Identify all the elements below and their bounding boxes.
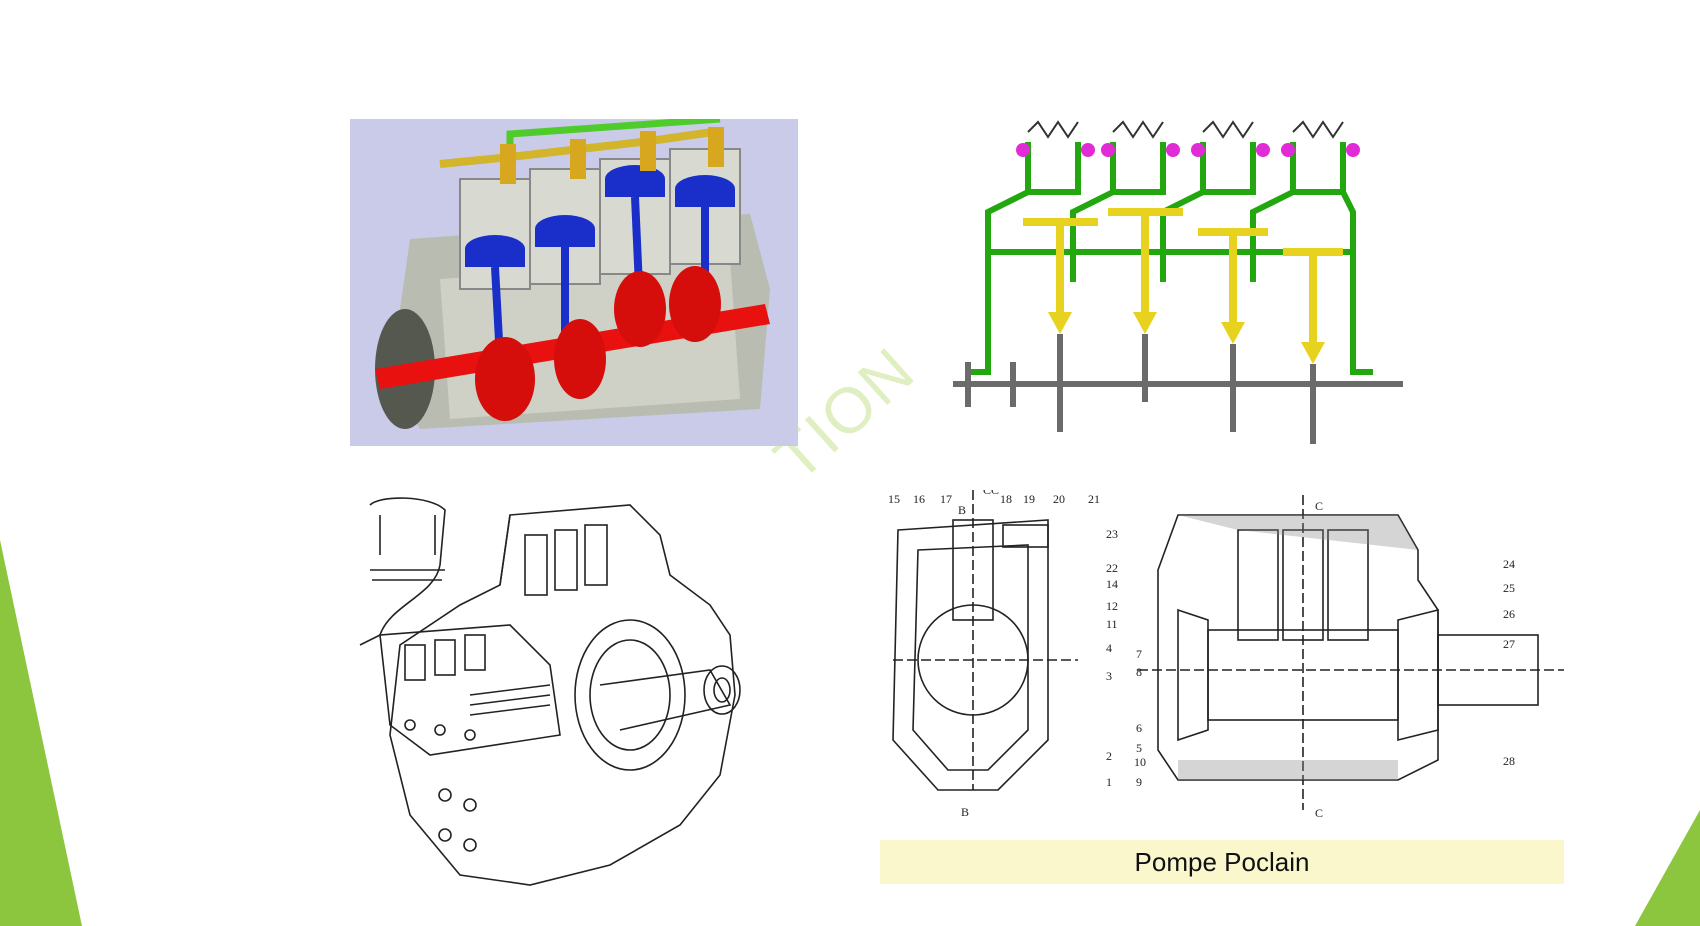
label-right-8: 1 xyxy=(1106,775,1112,789)
label-right-2: 14 xyxy=(1106,577,1118,591)
label-left-1: 8 xyxy=(1136,665,1142,679)
label-far-right-4: 28 xyxy=(1503,754,1515,768)
pump-section-drawing: 15 16 17 B CC 18 19 20 21 23 22 14 12 11… xyxy=(878,490,1564,830)
label-far-right-1: 25 xyxy=(1503,581,1515,595)
label-top-3: B xyxy=(958,503,966,517)
engine-cutaway-illustration xyxy=(350,119,798,446)
label-section-1: C xyxy=(1315,499,1323,513)
label-top-7: 20 xyxy=(1053,492,1065,506)
label-right-1: 22 xyxy=(1106,561,1118,575)
label-top-1: 16 xyxy=(913,492,925,506)
label-right-0: 23 xyxy=(1106,527,1118,541)
label-left-0: 7 xyxy=(1136,647,1142,661)
caption-pompe-poclain: Pompe Poclain xyxy=(880,840,1564,884)
radial-pump-line-drawing xyxy=(350,495,780,895)
caption-text: Pompe Poclain xyxy=(1134,846,1310,877)
label-right-5: 4 xyxy=(1106,641,1112,655)
label-left-5: 9 xyxy=(1136,775,1142,789)
label-right-6: 3 xyxy=(1106,669,1112,683)
label-right-7: 2 xyxy=(1106,749,1112,763)
label-far-right-0: 24 xyxy=(1503,557,1515,571)
label-section-0: B xyxy=(961,805,969,819)
label-far-right-3: 27 xyxy=(1503,637,1515,651)
label-top-2: 17 xyxy=(940,492,952,506)
label-top-6: 19 xyxy=(1023,492,1035,506)
label-top-0: 15 xyxy=(888,492,900,506)
label-left-4: 10 xyxy=(1134,755,1146,769)
label-section-2: C xyxy=(1315,806,1323,820)
label-left-2: 6 xyxy=(1136,721,1142,735)
label-right-3: 12 xyxy=(1106,599,1118,613)
label-far-right-2: 26 xyxy=(1503,607,1515,621)
pump-circuit-schematic xyxy=(948,112,1408,444)
label-top-4: CC xyxy=(983,490,999,497)
label-top-8: 21 xyxy=(1088,492,1100,506)
label-top-5: 18 xyxy=(1000,492,1012,506)
left-green-triangle-decoration xyxy=(0,540,82,926)
label-right-4: 11 xyxy=(1106,617,1118,631)
right-green-triangle-decoration xyxy=(1635,810,1700,926)
label-left-3: 5 xyxy=(1136,741,1142,755)
